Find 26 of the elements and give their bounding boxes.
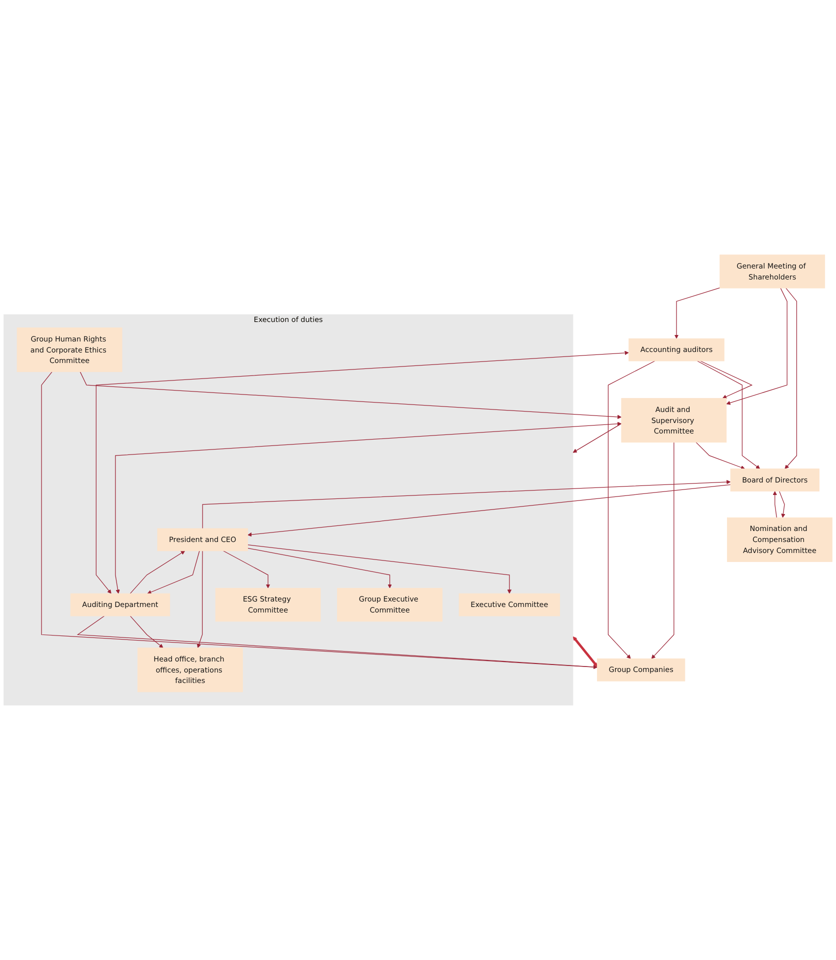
arrow [674,287,720,339]
arrow [96,350,629,594]
arrow [130,550,186,594]
arrow [130,616,164,648]
arrow [572,636,598,667]
arrow [700,360,753,399]
arrow [697,360,760,469]
arrow [196,550,203,648]
arrow [572,423,622,453]
arrow [115,422,622,594]
arrow [202,480,731,529]
arrow [223,550,270,588]
arrow [76,616,598,670]
arrow [778,490,786,518]
arrow [696,442,746,470]
arrow [147,550,200,594]
arrow [726,288,788,405]
arrow [608,360,656,659]
arrow [247,548,392,588]
arrow [784,288,798,469]
arrow [651,442,674,659]
arrow [41,372,598,670]
arrow [80,372,622,420]
arrow [247,544,512,594]
arrow [772,491,777,518]
arrow [248,484,731,537]
